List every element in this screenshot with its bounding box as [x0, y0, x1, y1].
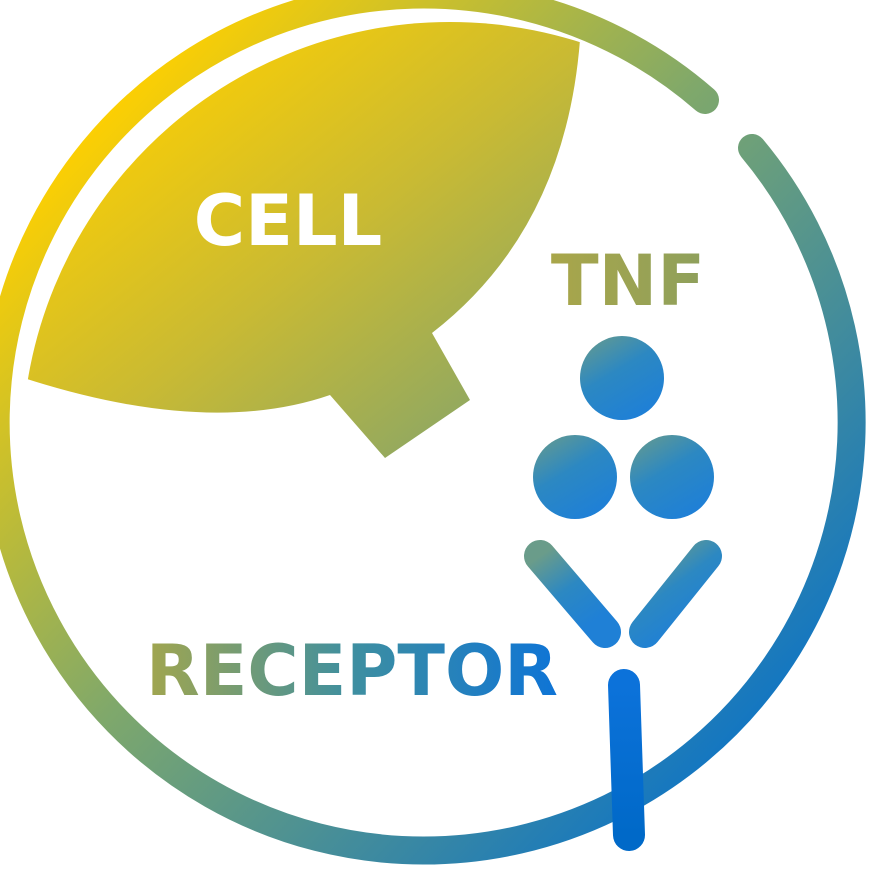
receptor-arm-left [524, 540, 621, 648]
receptor-arm-right [629, 540, 722, 648]
tnf-label: TNF [551, 240, 705, 322]
receptor-stem [608, 669, 645, 851]
tnf-molecule-right [630, 435, 714, 519]
tnf-molecule-left [533, 435, 617, 519]
tnf-molecule-top [580, 336, 664, 420]
outer-ring [0, 0, 866, 865]
receptor-label: RECEPTOR [146, 630, 558, 712]
cell-label: CELL [194, 180, 382, 262]
